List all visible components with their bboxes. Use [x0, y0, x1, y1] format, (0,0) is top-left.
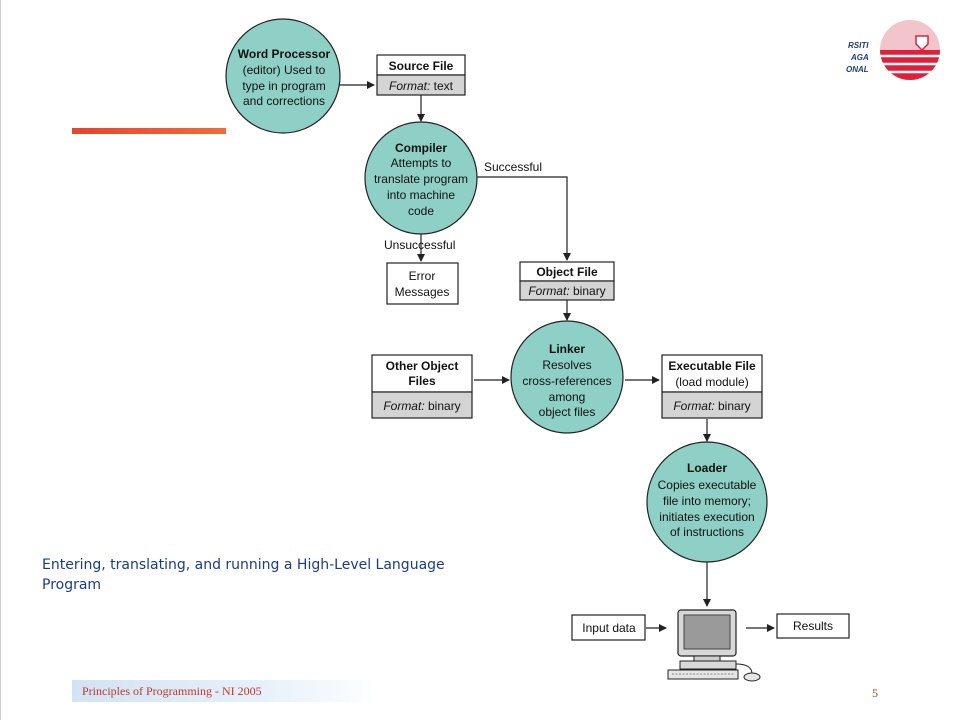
- loader-node: Loader Copies executable file into memor…: [646, 441, 768, 563]
- page-number: 5: [872, 686, 878, 700]
- linker-line-3: among: [549, 390, 586, 404]
- input-data-label: Input data: [582, 621, 636, 635]
- compiler-node: Compiler Attempts to translate program i…: [364, 121, 478, 235]
- other-object-files-format: Format: binary: [383, 399, 460, 413]
- compiler-title: Compiler: [395, 141, 447, 155]
- caption-line-2: Program: [42, 577, 102, 593]
- input-data-box: Input data: [571, 614, 646, 641]
- other-object-files-box: Other Object Files Format: binary: [371, 354, 473, 419]
- university-logo: RSITI AGA ONAL: [846, 20, 940, 80]
- computer-icon: [667, 609, 761, 682]
- error-messages-line-1: Error: [409, 269, 436, 283]
- error-messages-line-2: Messages: [395, 285, 450, 299]
- compiler-line-1: Attempts to: [391, 156, 452, 170]
- compiler-line-4: code: [408, 204, 434, 218]
- accent-bar: [72, 128, 226, 134]
- unsuccessful-label: Unsuccessful: [384, 238, 455, 252]
- source-file-format: Format: text: [389, 79, 454, 93]
- loader-line-3: initiates execution: [659, 510, 754, 524]
- source-file-box: Source File Format: text: [376, 54, 466, 96]
- slide-caption: Entering, translating, and running a Hig…: [42, 555, 462, 595]
- loader-line-2: file into memory;: [663, 494, 751, 508]
- word-processor-title: Word Processor: [238, 47, 331, 61]
- results-box: Results: [776, 613, 850, 639]
- footer-band: [72, 680, 382, 702]
- object-file-box: Object File Format: binary: [519, 261, 615, 301]
- executable-file-box: Executable File (load module) Format: bi…: [661, 354, 763, 419]
- linker-title: Linker: [549, 342, 585, 356]
- compiler-line-3: into machine: [387, 188, 455, 202]
- source-file-title: Source File: [389, 59, 454, 73]
- linker-node: Linker Resolves cross-references among o…: [510, 320, 624, 434]
- object-file-format: Format: binary: [528, 284, 605, 298]
- results-label: Results: [793, 619, 833, 633]
- successful-label: Successful: [484, 160, 542, 174]
- object-file-title: Object File: [536, 265, 598, 279]
- loader-line-4: of instructions: [670, 525, 744, 539]
- word-processor-line-2: type in program: [242, 79, 325, 93]
- loader-title: Loader: [687, 461, 727, 475]
- other-object-files-title-1: Other Object: [386, 359, 459, 373]
- linker-line-2: cross-references: [522, 374, 611, 388]
- caption-line-1: Entering, translating, and running a Hig…: [42, 557, 445, 573]
- executable-file-title: Executable File: [668, 359, 756, 373]
- arrow-compiler-to-object: [470, 176, 571, 261]
- logo-text-1: RSITI: [848, 41, 869, 50]
- shield-icon: [915, 35, 929, 52]
- linker-line-1: Resolves: [542, 358, 591, 372]
- footer-course: Principles of Programming - NI 2005: [82, 684, 262, 698]
- logo-text-2: AGA: [850, 53, 869, 62]
- linker-line-4: object files: [539, 405, 596, 419]
- mouse-icon: [743, 672, 761, 682]
- word-processor-node: Word Processor (editor) Used to type in …: [225, 18, 341, 134]
- error-messages-box: Error Messages: [386, 262, 459, 305]
- compiler-line-2: translate program: [374, 172, 468, 186]
- word-processor-line-1: (editor) Used to: [243, 63, 326, 77]
- logo-text-3: ONAL: [846, 65, 869, 74]
- loader-line-1: Copies executable: [658, 478, 757, 492]
- slide-edge: [0, 0, 1, 720]
- word-processor-line-3: and corrections: [243, 94, 325, 108]
- other-object-files-title-2: Files: [408, 374, 436, 388]
- executable-file-subtitle: (load module): [675, 375, 748, 389]
- executable-file-format: Format: binary: [673, 399, 750, 413]
